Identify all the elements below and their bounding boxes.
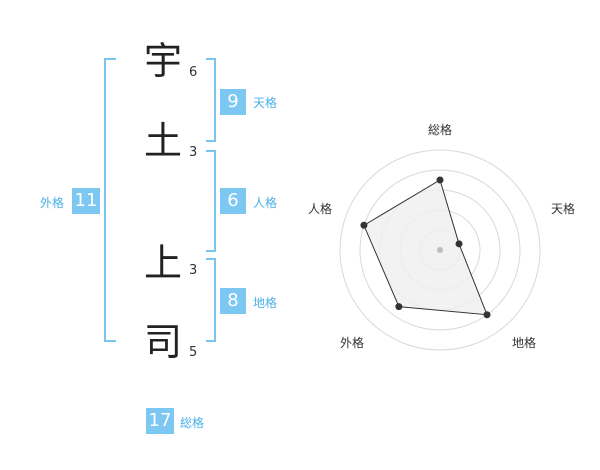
soukaku-value: 17: [146, 408, 174, 434]
soukaku-label: 総格: [180, 416, 205, 430]
radar-grid-ring: [339, 149, 541, 351]
radar-center-dot: [437, 247, 443, 253]
radar-label-chikaku: 地格: [512, 335, 536, 350]
name-char-3: 上: [144, 241, 183, 285]
chikaku-value: 8: [220, 288, 246, 314]
radar-point-3: [395, 303, 403, 311]
radar-label-soukaku: 総格: [428, 122, 452, 137]
jinkaku-label: 人格: [253, 196, 278, 210]
chikaku-bracket: [206, 258, 216, 342]
name-char-2: 土: [144, 119, 183, 163]
stroke-count-3: 3: [189, 263, 198, 278]
radar-point-1: [455, 240, 463, 248]
radar-grid-ring: [359, 169, 521, 331]
stroke-count-2: 3: [189, 145, 198, 160]
tenkaku-label: 天格: [253, 96, 278, 110]
gaikaku-label: 外格: [40, 196, 65, 210]
radar-label-gaikaku: 外格: [340, 335, 364, 350]
gaikaku-value: 11: [72, 188, 100, 214]
jinkaku-bracket: [206, 150, 216, 252]
chikaku-label: 地格: [253, 296, 278, 310]
tenkaku-bracket: [206, 58, 216, 142]
stroke-count-1: 6: [189, 65, 198, 80]
name-char-1: 宇: [144, 39, 183, 83]
radar-point-2: [483, 311, 491, 319]
jinkaku-value: 6: [220, 188, 246, 214]
radar-point-0: [436, 176, 444, 184]
radar-label-jinkaku: 人格: [308, 201, 332, 216]
radar-point-4: [360, 221, 368, 229]
radar-polygon: [363, 179, 488, 316]
radar-label-tenkaku: 天格: [551, 201, 575, 216]
name-char-4: 司: [144, 320, 183, 364]
stroke-count-4: 5: [189, 345, 198, 360]
radar-points: [360, 176, 491, 319]
gaikaku-bracket: [104, 58, 116, 342]
tenkaku-value: 9: [220, 89, 246, 115]
